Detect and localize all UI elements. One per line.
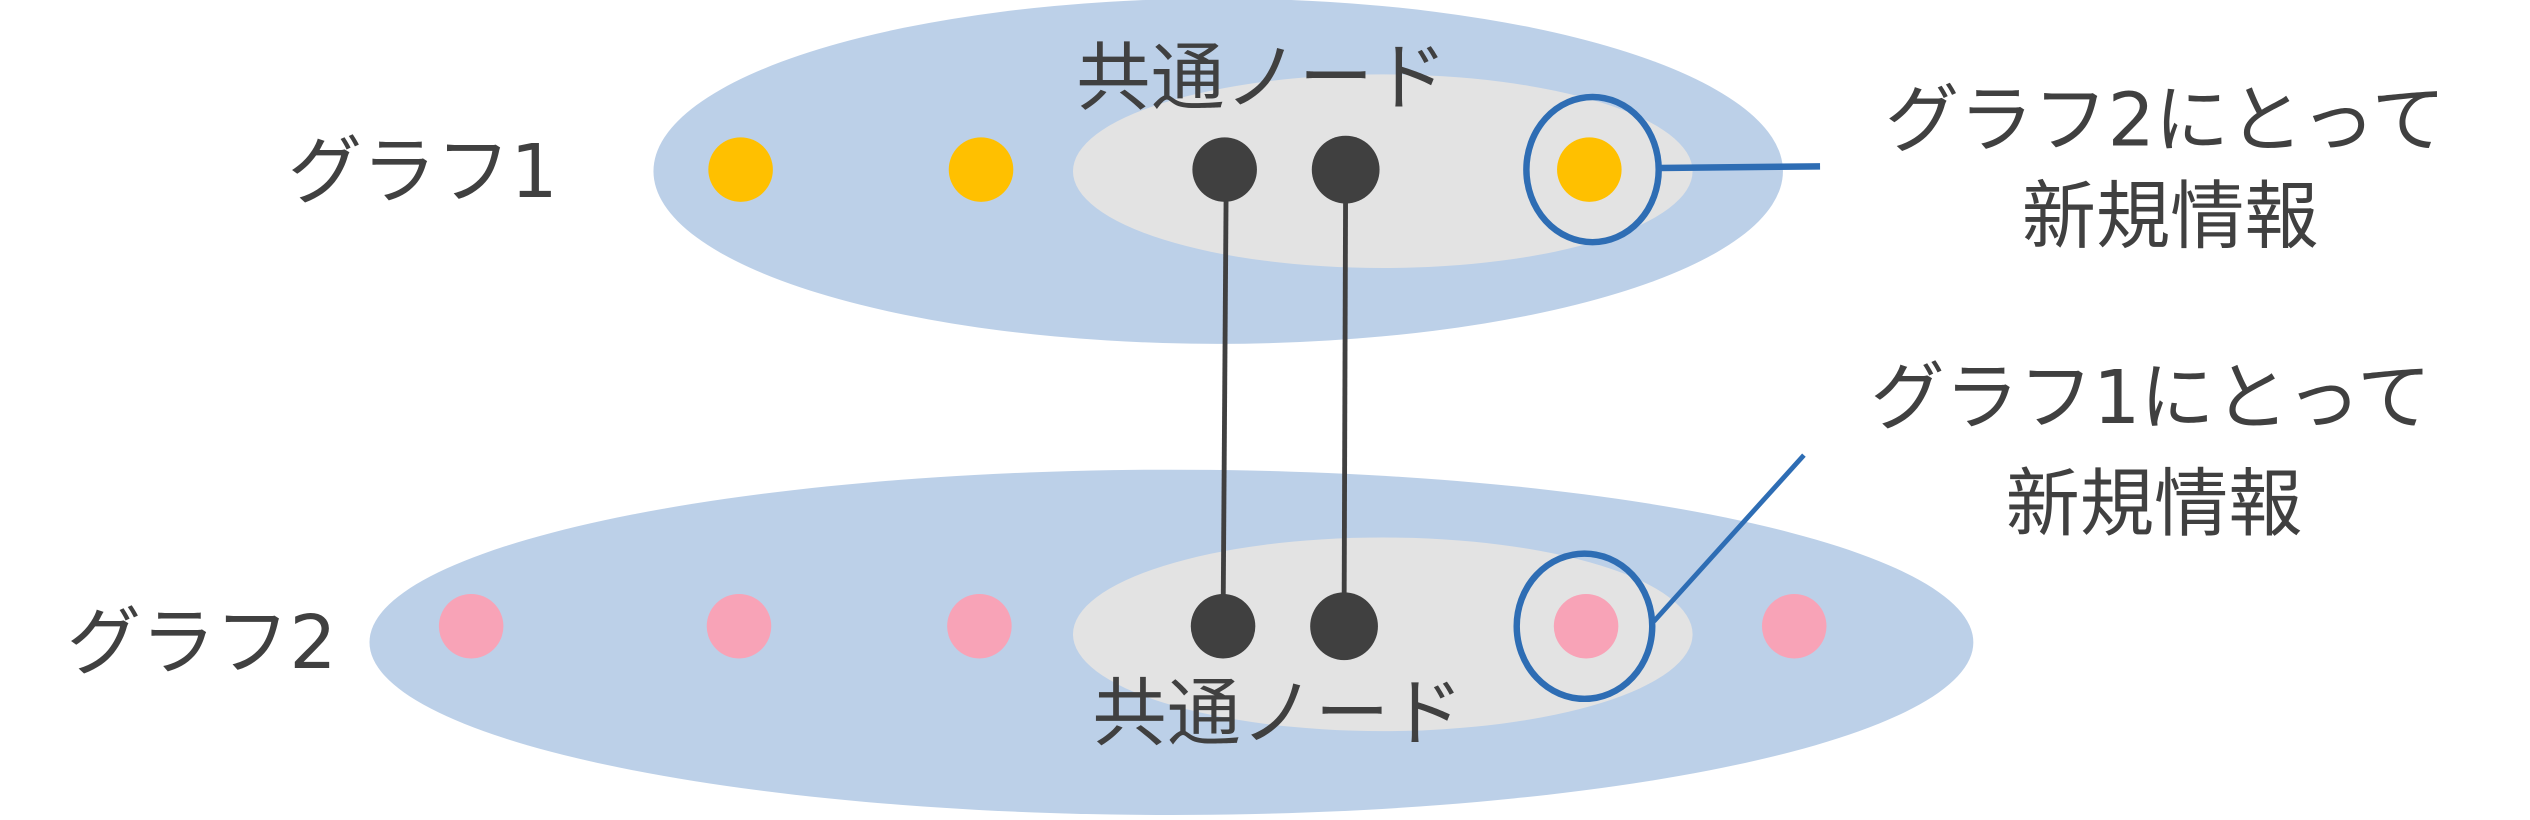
common-links <box>1190 135 1380 661</box>
graph2-new-info-label-line1: グラフ1にとって <box>1870 354 2431 441</box>
graph1-callout-line <box>1658 163 1821 172</box>
graph2-label: グラフ2 <box>67 599 337 686</box>
common-node <box>1311 135 1380 204</box>
graph2-callout-line <box>1652 453 1806 623</box>
graph1-new-info-label-line2: 新規情報 <box>2022 173 2319 260</box>
common-node <box>1192 137 1257 202</box>
graph1-common-label: 共通ノード <box>1076 34 1447 121</box>
graph1-node <box>948 137 1014 202</box>
common-node <box>1190 593 1256 659</box>
graph2-new-info-label-line2: 新規情報 <box>2006 460 2303 547</box>
graph1-highlight-circle <box>1523 93 1662 246</box>
common-node <box>1310 592 1378 661</box>
common-link <box>1220 169 1229 627</box>
graph1-node <box>708 137 773 202</box>
common-link <box>1341 169 1349 627</box>
graph2-node <box>438 593 504 659</box>
graph2-node <box>1761 593 1827 659</box>
graph2-common-label: 共通ノード <box>1092 670 1463 757</box>
graph2-node <box>947 593 1012 659</box>
graph1-label: グラフ1 <box>288 128 558 215</box>
graph2-new-node <box>1553 593 1619 659</box>
graph2-highlight-circle <box>1513 550 1656 703</box>
graph2-node <box>706 593 772 659</box>
graph1-new-node <box>1557 137 1622 202</box>
graph2 <box>369 453 1974 815</box>
graph1-new-info-label-line1: グラフ2にとって <box>1885 76 2446 163</box>
